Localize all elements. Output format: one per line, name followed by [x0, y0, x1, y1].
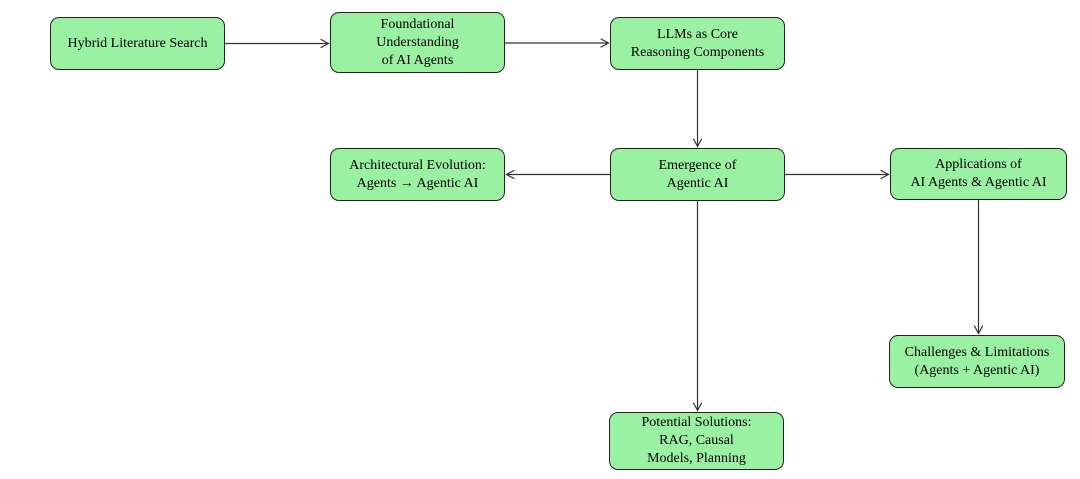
- node-label: Agentic AI: [666, 175, 729, 191]
- node-label: Architectural Evolution:: [349, 157, 486, 173]
- node-challenges-limitations: Challenges & Limitations (Agents + Agenti…: [889, 335, 1065, 388]
- node-label: Models, Planning: [647, 451, 746, 466]
- node-label: Potential Solutions:: [641, 415, 752, 430]
- node-label: Applications of: [935, 157, 1022, 172]
- node-architectural-evolution: Architectural Evolution: Agents → Agentic…: [330, 148, 505, 201]
- node-label: Agents → Agentic AI: [356, 175, 479, 191]
- node-label: Understanding: [376, 34, 459, 50]
- node-emergence-agentic-ai: Emergence of Agentic AI: [610, 148, 785, 201]
- node-label: Foundational: [380, 16, 455, 32]
- node-label: (Agents + Agentic AI): [914, 362, 1040, 378]
- node-label: of AI Agents: [381, 52, 454, 68]
- node-label: RAG, Causal: [659, 433, 734, 448]
- node-label: LLMs as Core: [657, 26, 738, 42]
- node-hybrid-literature-search: Hybrid Literature Search: [50, 17, 225, 70]
- node-label: Challenges & Limitations: [904, 344, 1050, 360]
- node-label: Reasoning Components: [630, 44, 765, 60]
- node-label: Hybrid Literature Search: [67, 35, 208, 51]
- node-label: AI Agents & Agentic AI: [910, 175, 1047, 190]
- node-applications: Applications of AI Agents & Agentic AI: [890, 148, 1067, 200]
- node-label: Emergence of: [658, 157, 737, 173]
